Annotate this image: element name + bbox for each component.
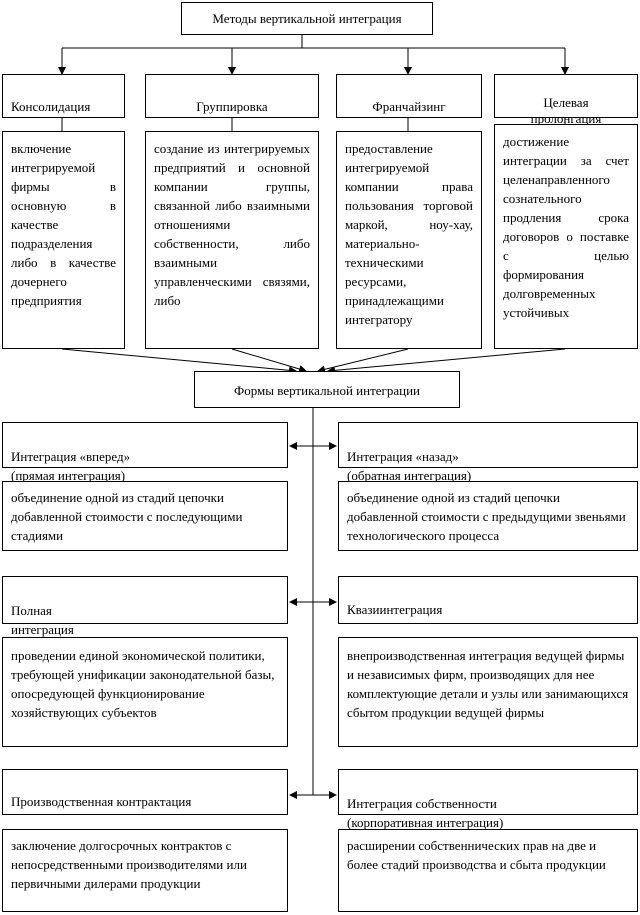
method-header-celevaya-prolongaciya: Целевая пролонгация <box>494 74 638 126</box>
form-desc: внепроизводственная интеграция ведущей ф… <box>347 648 629 720</box>
forms-title: Формы вертикальной интеграции <box>233 383 420 398</box>
form-desc: заключение долгосрочных контрактов с неп… <box>11 838 247 891</box>
form-desc-integraciya-nazad: объединение одной из стадий цепочки доба… <box>338 481 638 551</box>
form-header-polnaya-integraciya: Полная интеграция <box>2 576 288 637</box>
method-name: Консолидация <box>11 99 91 114</box>
method-desc-gruppirovka: создание из интегрируемых предприятий и … <box>145 131 319 349</box>
form-header-integraciya-sobstvennosti: Интеграция собственности (корпоративная … <box>338 769 638 830</box>
form-desc: проведении единой экономической политики… <box>11 648 275 720</box>
method-desc-celevaya-prolongaciya: достижение интеграции за счет целенаправ… <box>494 124 638 349</box>
converge-2 <box>231 348 307 373</box>
form-desc-integraciya-sobstvennosti: расширении собственнических прав на две … <box>338 829 638 912</box>
form-name: Производственная контрактация <box>11 794 192 809</box>
method-desc-konsolidaciya: включение интегрируемой фирмы в основную… <box>2 131 125 349</box>
method-desc: достижение интеграции за счет целенаправ… <box>503 134 629 320</box>
form-name: Полная интеграция <box>11 603 74 637</box>
methods-title-box: Методы вертикальной интеграция <box>181 2 433 35</box>
form-name: Интеграция собственности (корпоративная … <box>347 796 504 830</box>
form-desc: объединение одной из стадий цепочки доба… <box>11 490 243 543</box>
form-desc: объединение одной из стадий цепочки доба… <box>347 490 626 543</box>
method-name: Группировка <box>196 99 268 114</box>
method-header-konsolidaciya: Консолидация <box>2 74 125 118</box>
form-header-integraciya-vpered: Интеграция «вперед» (прямая интеграция) <box>2 422 288 483</box>
form-name: Квазиинтеграция <box>347 602 443 617</box>
form-header-integraciya-nazad: Интеграция «назад» (обратная интеграция) <box>338 422 638 483</box>
form-desc: расширении собственнических прав на две … <box>347 838 606 872</box>
method-desc-franchayzing: предоставление интегрируемой компании пр… <box>336 131 482 349</box>
form-header-proizvodstvennaya-kontraktaciya: Производственная контрактация <box>2 769 288 815</box>
method-name: Целевая пролонгация <box>530 95 602 126</box>
method-desc: создание из интегрируемых предприятий и … <box>154 141 310 308</box>
converge-4 <box>327 348 566 375</box>
form-name: Интеграция «назад» (обратная интеграция) <box>347 449 472 483</box>
method-header-gruppirovka: Группировка <box>145 74 319 118</box>
method-header-franchayzing: Франчайзинг <box>336 74 482 118</box>
form-desc-proizvodstvennaya-kontraktaciya: заключение долгосрочных контрактов с неп… <box>2 829 288 912</box>
form-header-kvaziintegraciya: Квазиинтеграция <box>338 576 638 624</box>
form-desc-integraciya-vpered: объединение одной из стадий цепочки доба… <box>2 481 288 551</box>
form-desc-kvaziintegraciya: внепроизводственная интеграция ведущей ф… <box>338 637 638 747</box>
method-desc: включение интегрируемой фирмы в основную… <box>11 141 116 308</box>
methods-title: Методы вертикальной интеграция <box>212 11 402 26</box>
converge-1 <box>61 348 297 375</box>
form-desc-polnaya-integraciya: проведении единой экономической политики… <box>2 637 288 747</box>
form-name: Интеграция «вперед» (прямая интеграция) <box>11 449 131 483</box>
forms-title-box: Формы вертикальной интеграции <box>194 371 460 408</box>
method-desc: предоставление интегрируемой компании пр… <box>345 141 473 327</box>
method-name: Франчайзинг <box>372 99 446 114</box>
